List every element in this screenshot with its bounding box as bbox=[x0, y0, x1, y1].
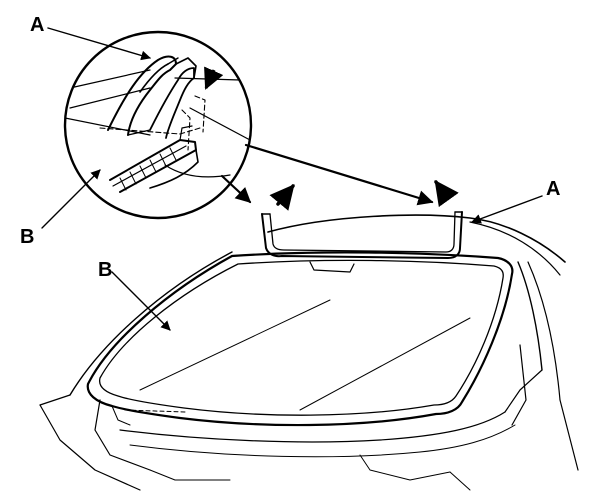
leader-a-right bbox=[471, 195, 543, 224]
detail-connector-left bbox=[220, 174, 252, 204]
removal-arrow-icon bbox=[269, 184, 295, 211]
leader-b-left bbox=[41, 169, 101, 229]
callout-a-right: A bbox=[546, 178, 560, 200]
removal-arrow-icon bbox=[434, 180, 459, 208]
windshield-glass bbox=[86, 251, 514, 427]
callout-a-top-left: A bbox=[30, 14, 44, 36]
leader-b-windshield bbox=[111, 271, 171, 331]
removal-arrow-icon bbox=[196, 68, 216, 92]
detail-magnifier bbox=[63, 30, 253, 220]
callout-b-left: B bbox=[20, 226, 34, 248]
roof-molding bbox=[261, 211, 463, 259]
leader-a-top bbox=[47, 27, 151, 61]
detail-connector-right bbox=[244, 143, 434, 206]
callout-b-windshield: B bbox=[98, 259, 112, 281]
car-body bbox=[39, 214, 579, 491]
